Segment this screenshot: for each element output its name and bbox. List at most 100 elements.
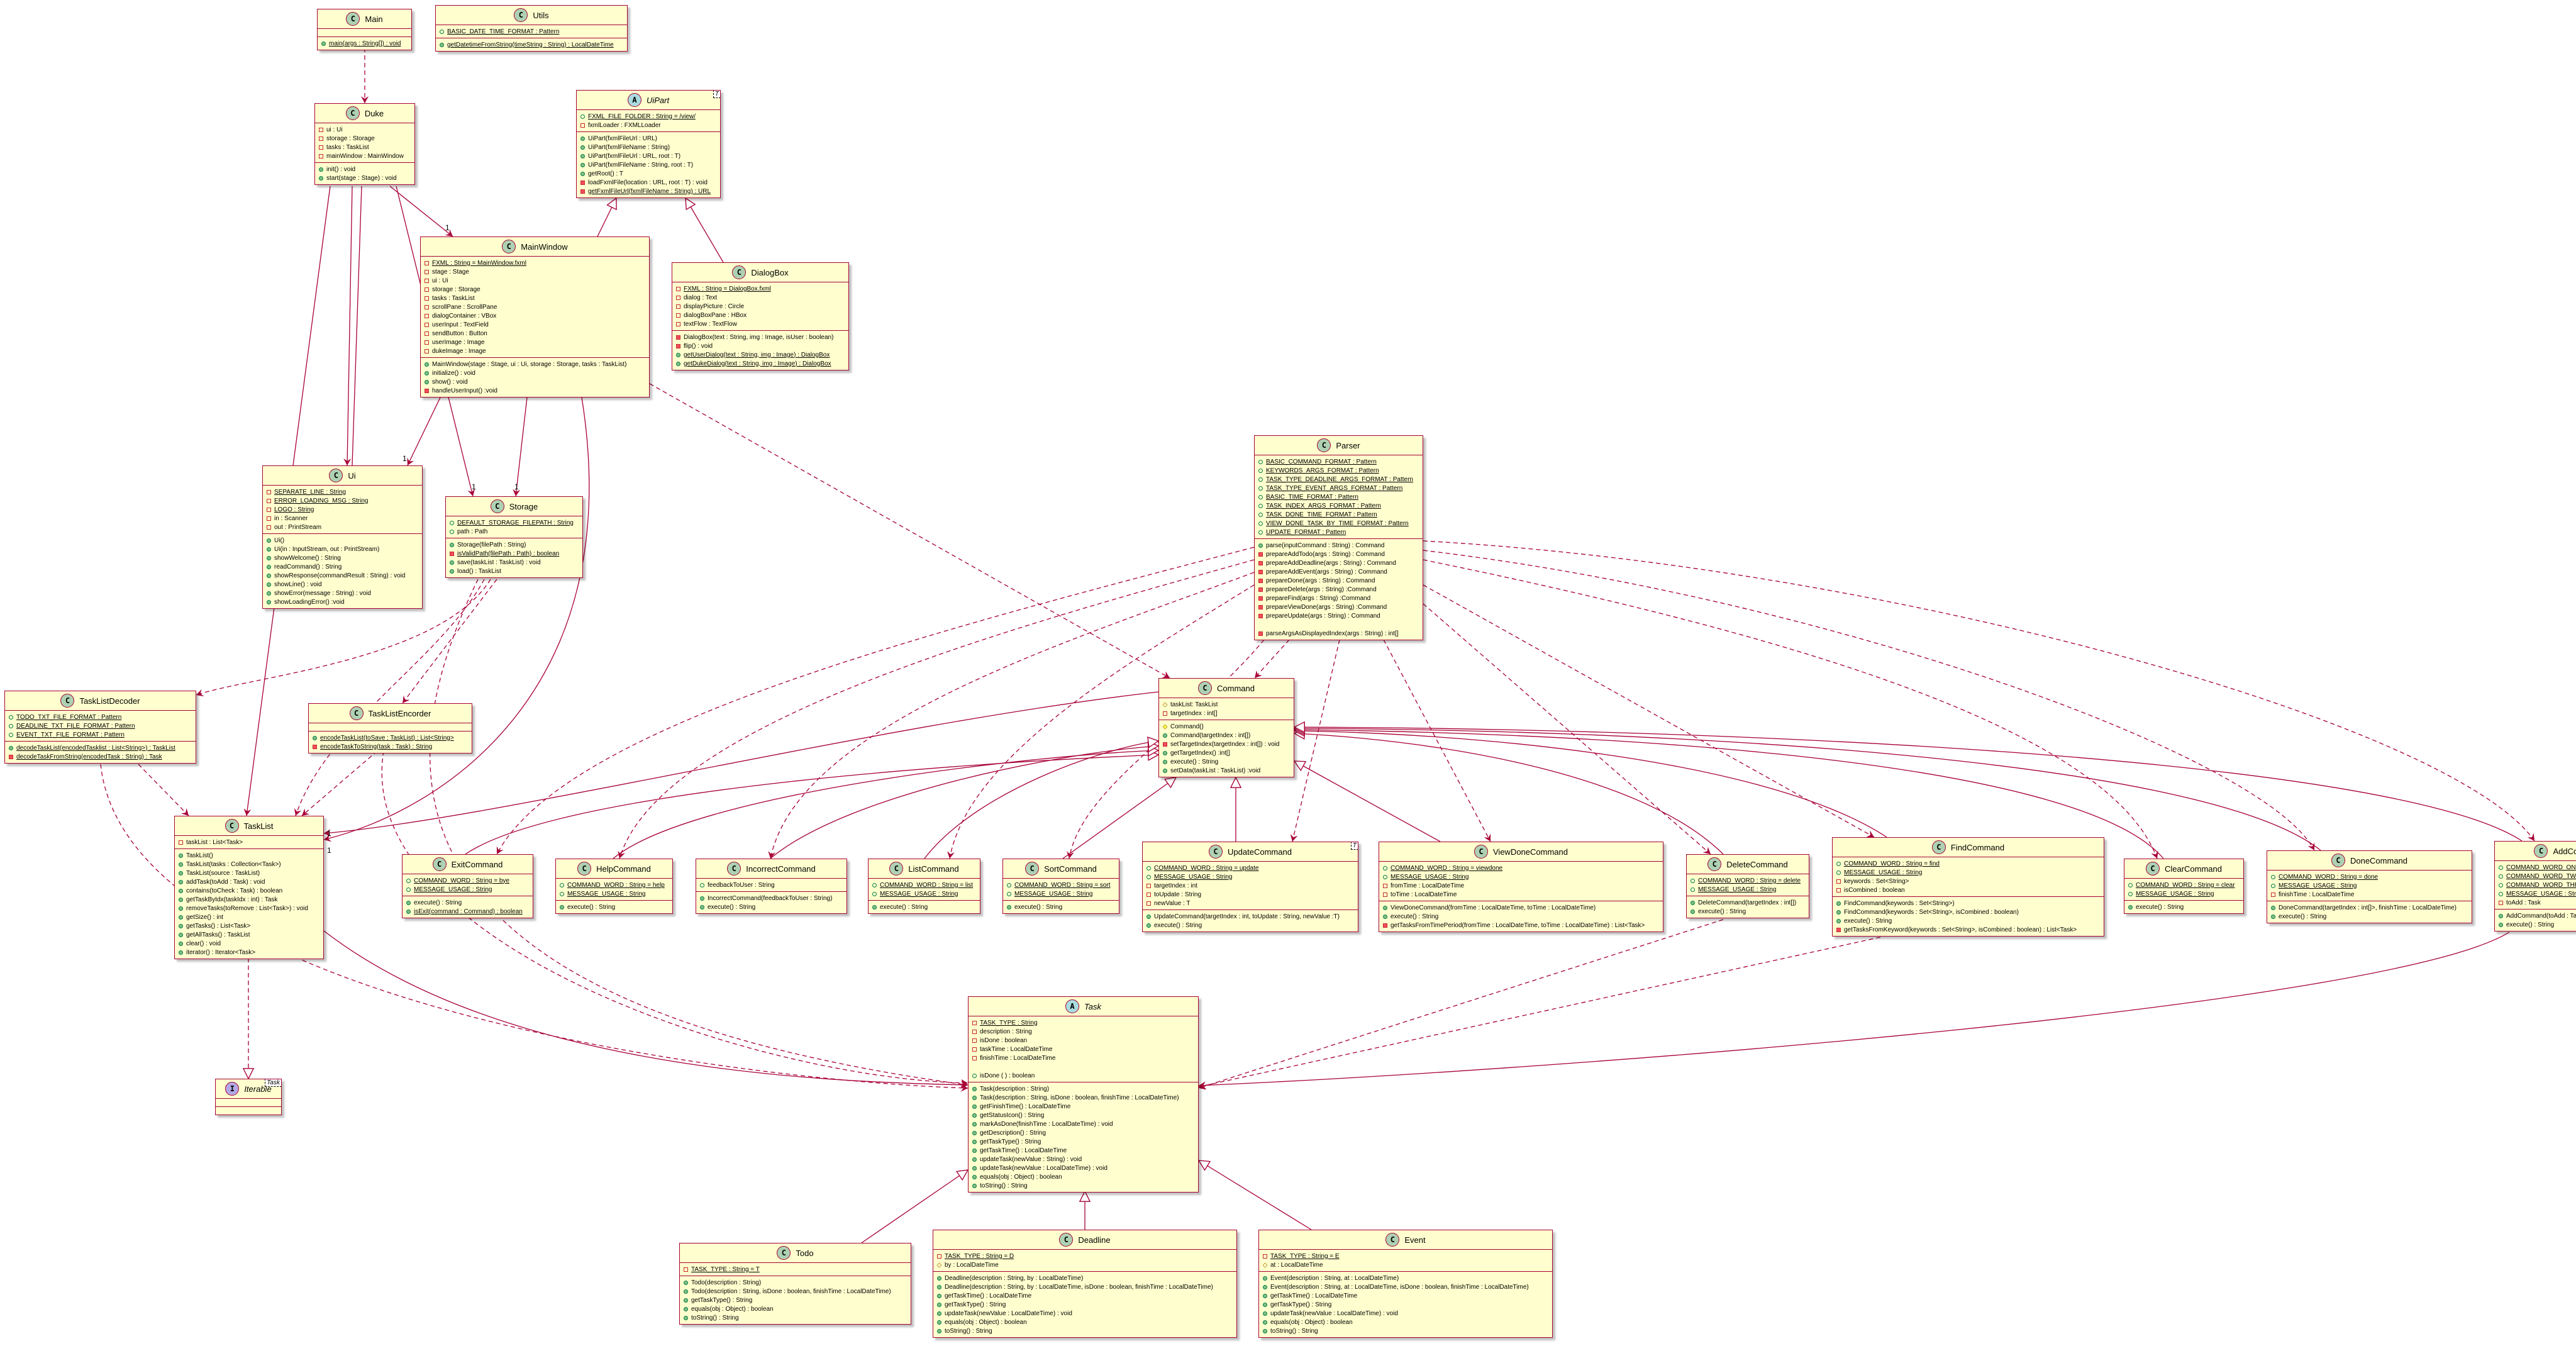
field-row: COMMAND_WORD_ONE: [2499, 863, 2576, 872]
field-row: dialogBoxPane : HBox: [676, 311, 845, 320]
field-text: TASK_TYPE : String = T: [691, 1265, 760, 1273]
private-visibility-icon: [313, 744, 317, 749]
protected-visibility-icon: [1162, 724, 1168, 729]
class-add-command[interactable]: CAddCommandCOMMAND_WORD_ONECOMMAND_WORD_…: [2494, 841, 2576, 932]
private-visibility-icon: [1383, 883, 1387, 888]
method-row: showError(message : String) : void: [267, 589, 418, 598]
field-row: COMMAND_WORD : String = viewdone: [1383, 864, 1659, 872]
field-row: stage : Stage: [425, 267, 645, 276]
method-text: Command(): [1170, 723, 1204, 730]
public-visibility-icon: [1007, 891, 1011, 896]
field-text: tasks : TaskList: [432, 294, 475, 302]
private-visibility-icon: [267, 489, 271, 494]
field-text: toTime : LocalDateTime: [1391, 891, 1457, 898]
class-methods: execute() : String: [1003, 901, 1119, 913]
public-visibility-icon: [972, 1157, 977, 1162]
method-text: parseArgsAsDisplayedIndex(args : String)…: [1266, 630, 1399, 637]
method-row: isValidPath(filePath : Path) : boolean: [450, 549, 579, 558]
field-text: dukeImage : Image: [432, 347, 486, 355]
public-visibility-icon: [684, 1306, 688, 1311]
class-methods: FindCommand(keywords : Set<String>)FindC…: [1833, 897, 2104, 936]
method-row: prepareDone(args : String) : Command: [1258, 576, 1419, 585]
method-row: execute() : String: [1163, 757, 1290, 766]
method-row: MainWindow(stage : Stage, ui : Ui, stora…: [425, 360, 645, 369]
edge-find-task: [1198, 937, 1881, 1089]
field-text: description : String: [980, 1028, 1032, 1035]
method-row: updateTask(newValue : LocalDateTime) : v…: [937, 1309, 1233, 1318]
field-row: toTime : LocalDateTime: [1383, 890, 1659, 899]
class-methods: Todo(description : String)Todo(descripti…: [680, 1276, 911, 1324]
method-row: prepareViewDone(args : String) :Command: [1258, 603, 1419, 611]
edge-list-command: [924, 741, 1158, 859]
method-row: getDescription() : String: [972, 1128, 1194, 1137]
public-visibility-icon: [2128, 904, 2133, 909]
class-spot-icon: C: [60, 694, 75, 708]
edge-mainwindow-uipart: [597, 198, 616, 237]
class-methods: ViewDoneCommand(fromTime : LocalDateTime…: [1379, 901, 1663, 932]
method-row: updateTask(newValue : String) : void: [972, 1155, 1194, 1164]
field-row: TASK_TYPE_DEADLINE_ARGS_FORMAT : Pattern: [1258, 475, 1419, 484]
public-visibility-icon: [267, 555, 271, 560]
field-text: path : Path: [457, 528, 488, 535]
field-text: scrollPane : ScrollPane: [432, 303, 497, 311]
method-row: start(stage : Stage) : void: [319, 174, 411, 182]
field-text: textFlow : TextFlow: [684, 320, 737, 328]
private-visibility-icon: [425, 348, 429, 353]
method-row: execute() : String: [700, 903, 843, 911]
method-text: TaskList(source : TaskList): [186, 869, 260, 877]
private-visibility-icon: [1146, 883, 1151, 888]
method-text: start(stage : Stage) : void: [326, 174, 397, 182]
edge-parser-incorrect: [768, 572, 1255, 859]
private-visibility-icon: [972, 1020, 977, 1025]
class-spot-icon: C: [346, 12, 360, 26]
field-text: TASK_TYPE : String: [980, 1019, 1038, 1026]
method-row: prepareAddDeadline(args : String) : Comm…: [1258, 559, 1419, 567]
edge-parser-help: [618, 559, 1255, 859]
class-name: Utils: [533, 10, 549, 20]
field-row: COMMAND_WORD : String = list: [872, 881, 976, 889]
class-fields: feedbackToUser : String: [696, 879, 847, 892]
method-row: parse(inputCommand : String) : Command: [1258, 541, 1419, 550]
field-row: toAdd : Task: [2499, 898, 2576, 907]
method-row: getFinishTime() : LocalDateTime: [972, 1102, 1194, 1111]
field-text: UPDATE_FORMAT : Pattern: [1266, 528, 1346, 536]
private-visibility-icon: [972, 1038, 977, 1043]
edge-mainwindow-tasklist: [323, 397, 590, 842]
public-visibility-icon: [1007, 904, 1011, 909]
